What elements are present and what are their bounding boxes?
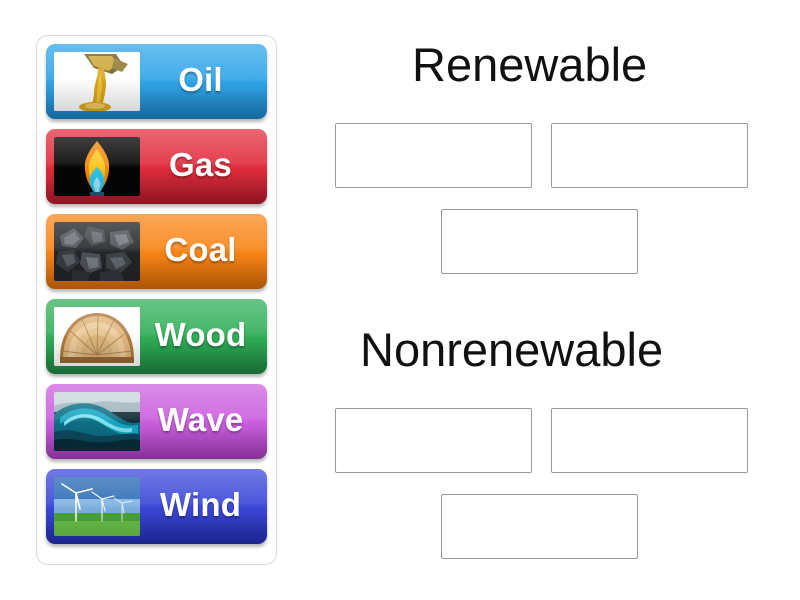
draggable-tile-wind[interactable]: Wind <box>46 469 267 544</box>
ocean-wave-image <box>54 392 140 451</box>
dropzone-renewable-1[interactable] <box>335 123 532 188</box>
draggable-tile-wave[interactable]: Wave <box>46 384 267 459</box>
category-title-nonrenewable: Nonrenewable <box>360 323 664 376</box>
draggable-items-tray: Oil Gas <box>36 35 277 565</box>
draggable-tile-oil[interactable]: Oil <box>46 44 267 119</box>
draggable-tile-coal[interactable]: Coal <box>46 214 267 289</box>
dropzone-nonrenewable-3[interactable] <box>441 494 638 559</box>
draggable-tile-gas[interactable]: Gas <box>46 129 267 204</box>
dropzone-nonrenewable-2[interactable] <box>551 408 748 473</box>
tile-label: Gas <box>169 146 232 183</box>
category-title-renewable: Renewable <box>412 38 648 91</box>
draggable-tile-wood[interactable]: Wood <box>46 299 267 374</box>
tile-label: Wood <box>154 316 247 353</box>
tile-label: Wind <box>159 486 242 523</box>
dropzone-renewable-2[interactable] <box>551 123 748 188</box>
oil-pour-image <box>54 52 140 111</box>
dropzone-nonrenewable-1[interactable] <box>335 408 532 473</box>
tile-label: Coal <box>164 231 237 268</box>
wind-turbines-image <box>54 477 140 536</box>
dropzone-renewable-3[interactable] <box>441 209 638 274</box>
coal-lumps-image <box>54 222 140 281</box>
gas-flame-image <box>54 137 140 196</box>
tile-label: Oil <box>178 61 223 98</box>
wood-log-image <box>54 307 140 366</box>
tile-label: Wave <box>157 401 244 438</box>
